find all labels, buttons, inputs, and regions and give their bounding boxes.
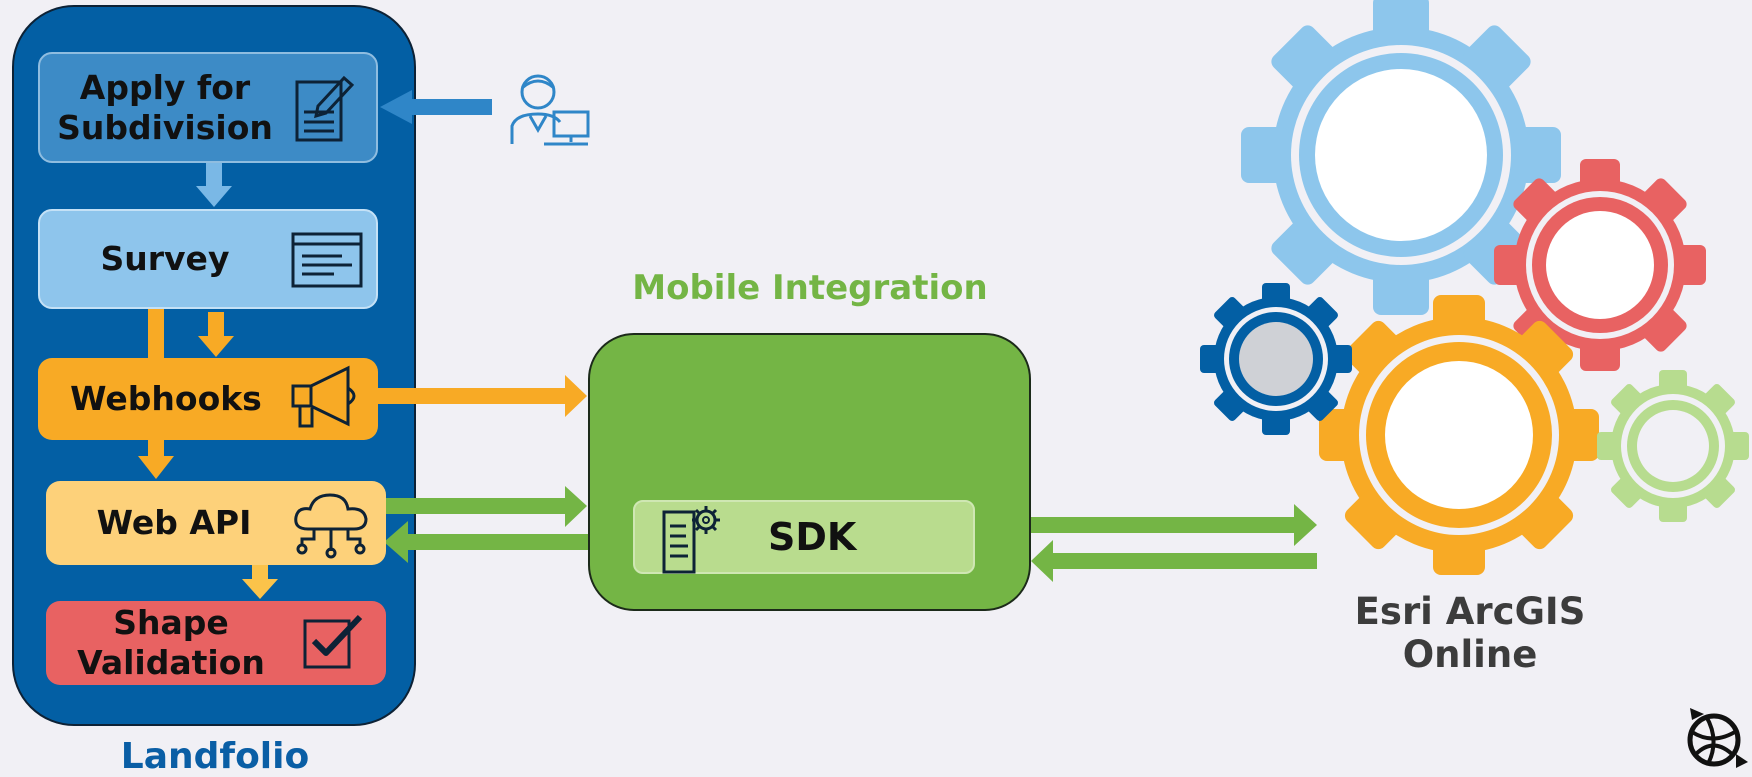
shape-label: Shape Validation xyxy=(46,603,296,683)
landfolio-label: Landfolio xyxy=(120,736,310,777)
arrow-apply-to-survey xyxy=(196,163,232,207)
webhooks-box: Webhooks xyxy=(38,358,378,440)
edit-document-icon xyxy=(295,75,354,142)
cloud-network-icon xyxy=(294,493,368,559)
settings-document-icon xyxy=(662,506,720,574)
mobile-integration-title: Mobile Integration xyxy=(632,268,988,308)
sdk-label: SDK xyxy=(768,515,857,559)
apply-label: Apply for Subdivision xyxy=(40,68,290,148)
arrow-mobile-to-webapi xyxy=(384,521,588,563)
dark-blue-gear xyxy=(1200,283,1352,435)
shape-label-line2: Validation xyxy=(77,643,265,682)
shape-label-line1: Shape xyxy=(113,603,229,642)
survey-form-icon xyxy=(291,232,363,288)
orange-gear xyxy=(1319,295,1599,575)
megaphone-icon xyxy=(291,365,356,428)
web-api-box: Web API xyxy=(46,481,386,565)
esri-arcgis-online-label: Esri ArcGIS Online xyxy=(1354,590,1586,676)
survey-box: Survey xyxy=(38,209,378,309)
apply-for-subdivision-box: Apply for Subdivision xyxy=(38,52,378,163)
survey-label: Survey xyxy=(100,239,230,278)
webapi-label: Web API xyxy=(96,503,252,542)
webhooks-label: Webhooks xyxy=(70,379,262,418)
checkbox-icon xyxy=(303,614,363,669)
arrow-webapi-to-shape xyxy=(242,565,278,599)
apply-label-line1: Apply for xyxy=(79,67,251,107)
light-green-gear xyxy=(1597,370,1749,522)
shape-validation-box: Shape Validation xyxy=(46,601,386,685)
apply-label-line2: Subdivision xyxy=(57,107,273,147)
arrow-esri-to-mobile xyxy=(1031,540,1317,582)
user-computer-icon xyxy=(510,74,590,146)
arrow-webapi-to-mobile xyxy=(386,486,587,527)
arrow-mobile-to-esri xyxy=(1031,504,1317,546)
arrow-user-to-apply xyxy=(380,90,492,124)
large-blue-gear xyxy=(1241,0,1561,315)
arrow-webhooks-to-mobile xyxy=(378,375,587,417)
gears-icon xyxy=(1200,0,1749,575)
globe-logo-icon xyxy=(1687,708,1748,768)
arrow-survey-to-webhooks xyxy=(198,312,234,357)
